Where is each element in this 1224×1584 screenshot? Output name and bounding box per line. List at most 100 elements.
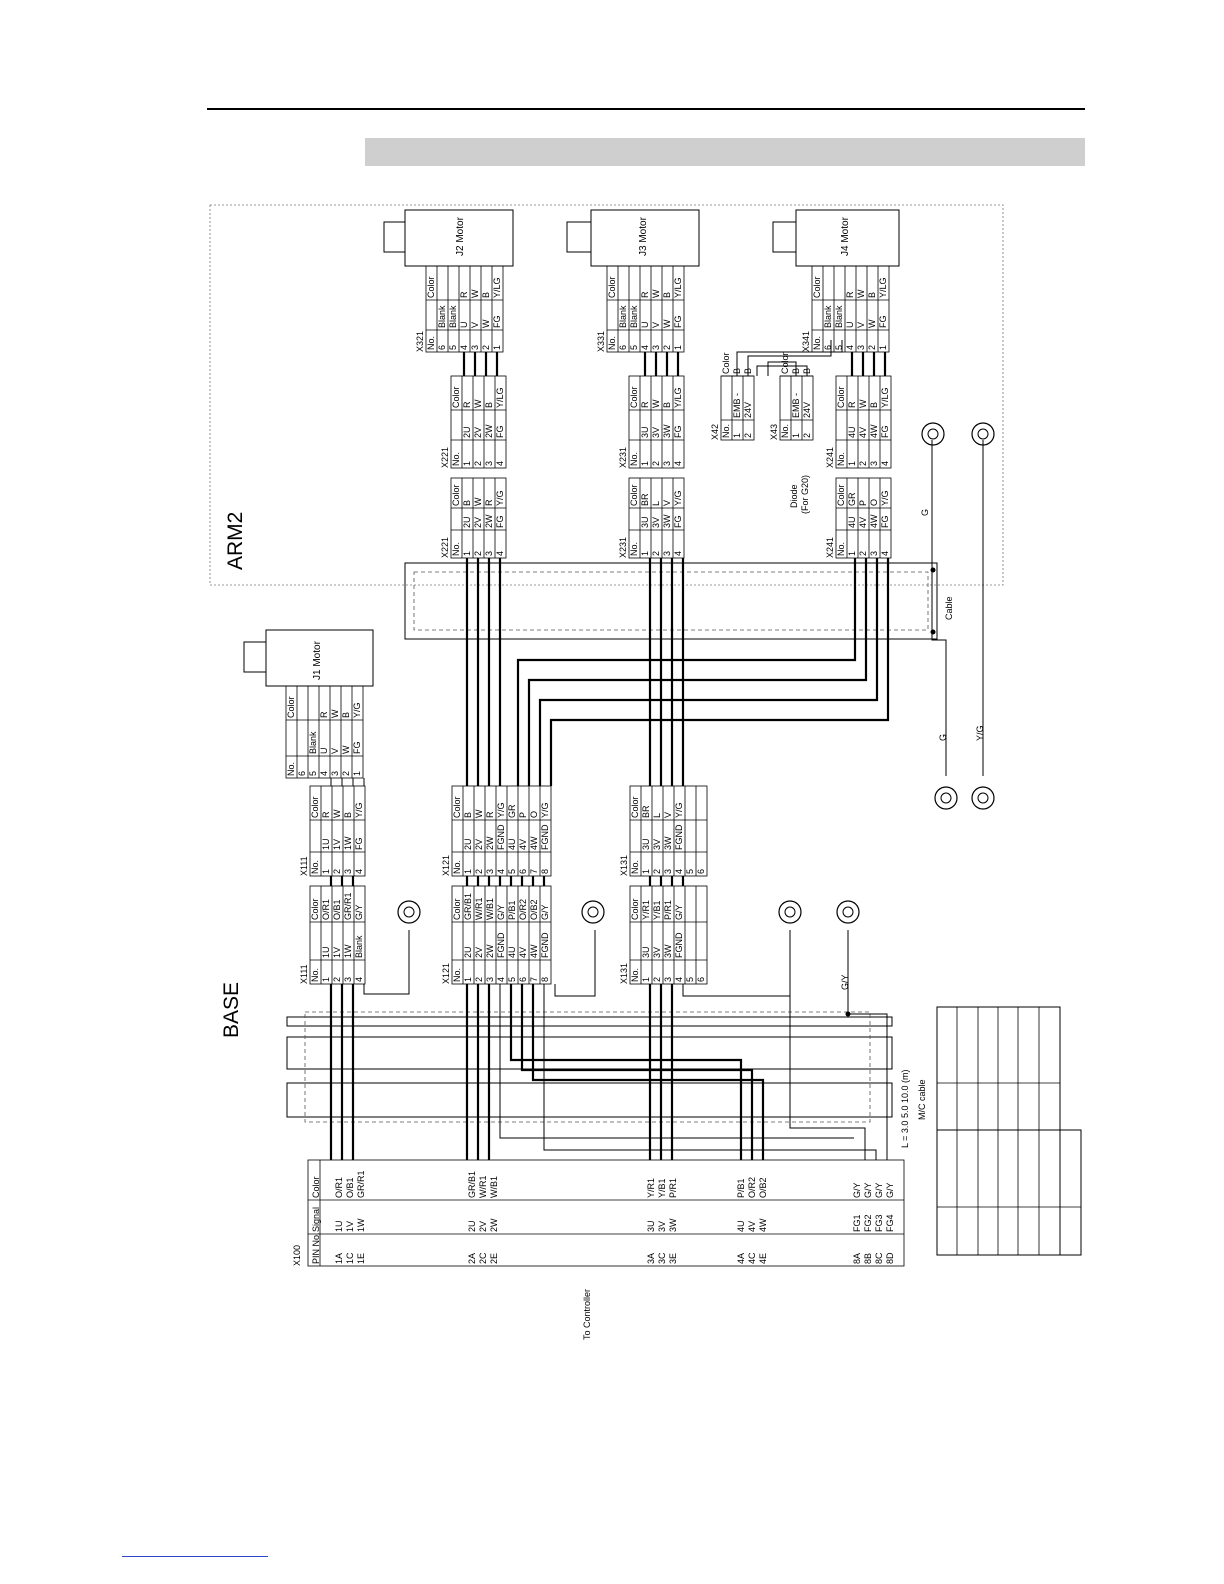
brake-wire bbox=[747, 340, 832, 376]
x121-top-table-cell: O bbox=[529, 811, 539, 818]
x121-top-table-cell: 2V bbox=[474, 839, 484, 850]
x131-top-table-cell: 3W bbox=[663, 836, 673, 850]
x121-top-table-cell: FGND bbox=[496, 824, 506, 850]
x121-bot-table-cell: 2U bbox=[463, 946, 473, 958]
x100-cell: 1V bbox=[345, 1221, 355, 1232]
x221-motor-table-cell: B bbox=[484, 402, 494, 408]
x231-arm-table-cell: BR bbox=[640, 493, 650, 506]
x111-top-table-cell: 1W bbox=[343, 836, 353, 850]
x341-table-cell: No. bbox=[812, 336, 822, 350]
x231-motor-table-cell: Color bbox=[629, 386, 639, 408]
x221-motor-table-cell: Y/LG bbox=[495, 387, 505, 408]
x111-top-table-name: X111 bbox=[299, 856, 309, 876]
x321-table-cell: W bbox=[470, 289, 480, 298]
x231-motor-table-cell: 3 bbox=[662, 461, 672, 466]
x100-cell: 2V bbox=[478, 1221, 488, 1232]
x100-name: X100 bbox=[292, 1245, 302, 1266]
x221-arm-table-cell: 2W bbox=[484, 514, 494, 528]
x100-cell: P/B1 bbox=[736, 1178, 746, 1198]
x331-table-cell: 3 bbox=[651, 345, 661, 350]
j3-motor: J3 Motor bbox=[566, 209, 700, 267]
x111-top-table-cell: B bbox=[343, 812, 353, 818]
x221-arm-table-cell: R bbox=[484, 499, 494, 506]
x100-cell: 4C bbox=[747, 1252, 757, 1264]
junction-dot bbox=[930, 629, 936, 635]
x321-table-cell: U bbox=[459, 322, 469, 329]
x121-top-table-cell: 4U bbox=[507, 838, 517, 850]
x100-cell: O/B1 bbox=[345, 1177, 355, 1198]
x111-top-table-cell: 4 bbox=[354, 869, 364, 874]
x121-top-table-cell: P bbox=[518, 812, 528, 818]
x100-cell: 2A bbox=[467, 1253, 477, 1264]
x341-table-cell: 2 bbox=[867, 345, 877, 350]
x131-top-table-cell: Y/G bbox=[674, 802, 684, 818]
x111-bot-table-cell: No. bbox=[310, 968, 320, 982]
x241-arm-table-cell: Color bbox=[836, 484, 846, 506]
x221-arm-table-cell: 2V bbox=[473, 517, 483, 528]
x121-bot-table-cell: 2 bbox=[474, 977, 484, 982]
x231-arm-table-cell: 2 bbox=[651, 551, 661, 556]
x241-motor-table-cell: 4V bbox=[858, 427, 868, 438]
j1-table-cell: 5 bbox=[308, 771, 318, 776]
x331-table-cell: 2 bbox=[662, 345, 672, 350]
j2-motor: J2 Motor bbox=[383, 209, 514, 267]
x121-bot-table-cell: W/R1 bbox=[474, 898, 484, 921]
x341-table-cell: Blank bbox=[834, 305, 844, 328]
x241-arm-table-cell: FG bbox=[880, 516, 890, 529]
x111-top-table-cell: FG bbox=[354, 838, 364, 851]
x331-table-cell: FG bbox=[673, 316, 683, 329]
x42-table-cell: Color bbox=[721, 352, 731, 374]
base-cable-duct bbox=[286, 1011, 893, 1123]
x131-top-table-cell: 3U bbox=[641, 838, 651, 850]
x121-bot-table-cell: 7 bbox=[529, 977, 539, 982]
x111-top-table-cell: No. bbox=[310, 860, 320, 874]
x241-arm-table-cell: P bbox=[858, 500, 868, 506]
x111-bot-table-cell: 1U bbox=[321, 946, 331, 958]
x131-bot-table-cell: 5 bbox=[685, 977, 695, 982]
x341-table-cell: Blank bbox=[823, 305, 833, 328]
cable-length-table bbox=[936, 1006, 1082, 1256]
x111-top-table-cell: 3 bbox=[343, 869, 353, 874]
x241-motor-table-cell: W bbox=[858, 399, 868, 408]
x221-motor-table-cell: FG bbox=[495, 426, 505, 439]
x131-top-table-cell: L bbox=[652, 813, 662, 818]
connector-tables: No.Color6Blank5Blank4UR3VW2WB1FGY/LGX321… bbox=[285, 265, 905, 1267]
x121-top-table-cell: 2U bbox=[463, 838, 473, 850]
j4-motor: J4 Motor bbox=[772, 209, 900, 267]
x121-bot-table-cell: No. bbox=[452, 968, 462, 982]
x331-table-cell: B bbox=[662, 292, 672, 298]
x221-arm-table-cell: 2U bbox=[462, 516, 472, 528]
x121-top-table-cell: No. bbox=[452, 860, 462, 874]
arm-cable-duct: Cable bbox=[404, 562, 954, 640]
x121-bot-table-cell: 5 bbox=[507, 977, 517, 982]
x111-bot-table-cell: 3 bbox=[343, 977, 353, 982]
x121-bot-table-cell: O/B2 bbox=[529, 899, 539, 920]
x111-top-table-cell: 1 bbox=[321, 869, 331, 874]
x111-bot-table-cell: GR/R1 bbox=[343, 892, 353, 920]
x241-motor-table-cell: R bbox=[847, 401, 857, 408]
x341-table-cell: 6 bbox=[823, 345, 833, 350]
x111-bot-table-cell: 1V bbox=[332, 947, 342, 958]
x100-cell: 2E bbox=[489, 1253, 499, 1264]
x131-bot-table-cell: 6 bbox=[696, 977, 706, 982]
x221-arm-table-cell: B bbox=[462, 500, 472, 506]
x241-arm-table-cell: 4 bbox=[880, 551, 890, 556]
x111-top-table-cell: Color bbox=[310, 796, 320, 818]
j4-arm-wire bbox=[549, 558, 890, 786]
x221-arm-table-name: X221 bbox=[440, 537, 450, 558]
x241-arm-table-cell: 4V bbox=[858, 517, 868, 528]
x121-top-table-cell: B bbox=[463, 812, 473, 818]
x241-motor-table-cell: 1 bbox=[847, 461, 857, 466]
j1-table-cell: 6 bbox=[297, 771, 307, 776]
x241-motor-table-cell: Color bbox=[836, 386, 846, 408]
x131-bot-table-cell: 1 bbox=[641, 977, 651, 982]
x321-table-cell: No. bbox=[426, 336, 436, 350]
x121-top-table-cell: Color bbox=[452, 796, 462, 818]
x100-cell: Color bbox=[311, 1176, 321, 1198]
x231-arm-table-cell: 3U bbox=[640, 516, 650, 528]
